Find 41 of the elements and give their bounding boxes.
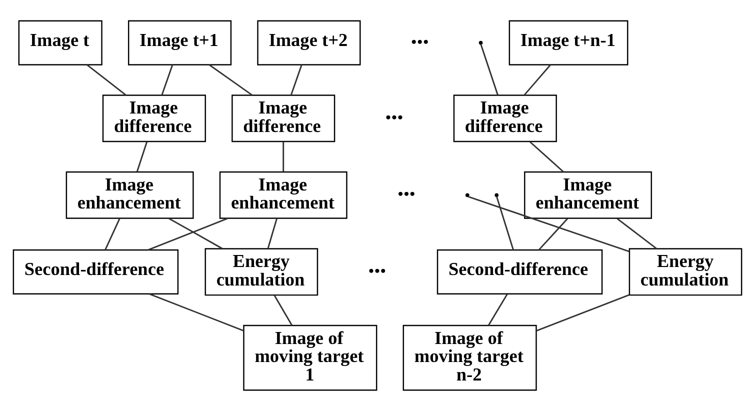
node-box: Image enhancement	[66, 170, 194, 218]
node-box: Second-difference	[12, 248, 179, 294]
node-box: Second-difference	[436, 248, 603, 294]
connector	[274, 294, 293, 326]
node-box: Image t	[18, 20, 102, 65]
connector	[148, 217, 228, 250]
label: •••	[397, 184, 416, 204]
node-box: Image t+2	[257, 20, 361, 65]
connector	[168, 217, 223, 249]
node-box: Image difference	[232, 94, 336, 142]
label: •••	[410, 32, 429, 51]
node-box: Energy cumulation	[204, 248, 318, 296]
connector	[136, 141, 148, 172]
connector	[290, 64, 302, 95]
connector	[104, 218, 120, 250]
connector	[282, 141, 284, 172]
connector	[488, 293, 508, 326]
node-box: Image enhancement	[219, 170, 348, 218]
node-box: Image difference	[453, 94, 557, 142]
connector	[496, 196, 514, 250]
connector	[530, 140, 564, 172]
connector	[536, 294, 630, 332]
connector	[149, 292, 244, 331]
connector	[480, 44, 499, 95]
connector	[538, 218, 568, 250]
node-box: Energy cumulation	[628, 248, 742, 296]
node-box: Image of moving target 1	[243, 324, 378, 390]
connector	[616, 218, 658, 249]
node-box: Image of moving target n-2	[402, 324, 537, 390]
connector	[267, 218, 278, 248]
node-box: Image t+n-1	[508, 20, 628, 65]
node-box: Image difference	[102, 94, 206, 142]
connector	[161, 64, 174, 95]
label: •••	[368, 260, 386, 280]
node-box: Image t+1	[128, 20, 232, 65]
label: •••	[385, 107, 404, 126]
node-box: Image enhancement	[524, 170, 652, 218]
connector	[208, 64, 252, 96]
connector	[86, 64, 126, 96]
connector	[524, 64, 552, 96]
connector	[468, 195, 630, 252]
